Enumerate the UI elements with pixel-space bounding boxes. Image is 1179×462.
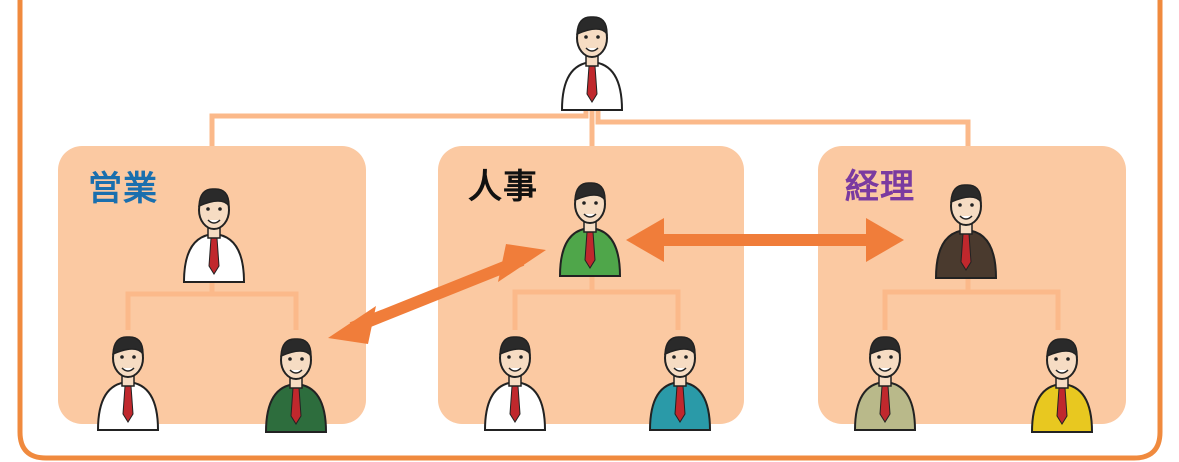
acct-department-label: 経理 [845,167,915,207]
hr-department-label: 人事 [468,167,538,207]
acct-connectors [882,268,1061,330]
sales-department-label: 営業 [88,169,158,209]
arrow-sales-hr [328,244,546,344]
hr-connectors [512,268,681,330]
bearded-man-with-coffee-icon [561,15,623,111]
outer-frame [17,0,1163,461]
arrow-hr-acct [626,218,904,262]
